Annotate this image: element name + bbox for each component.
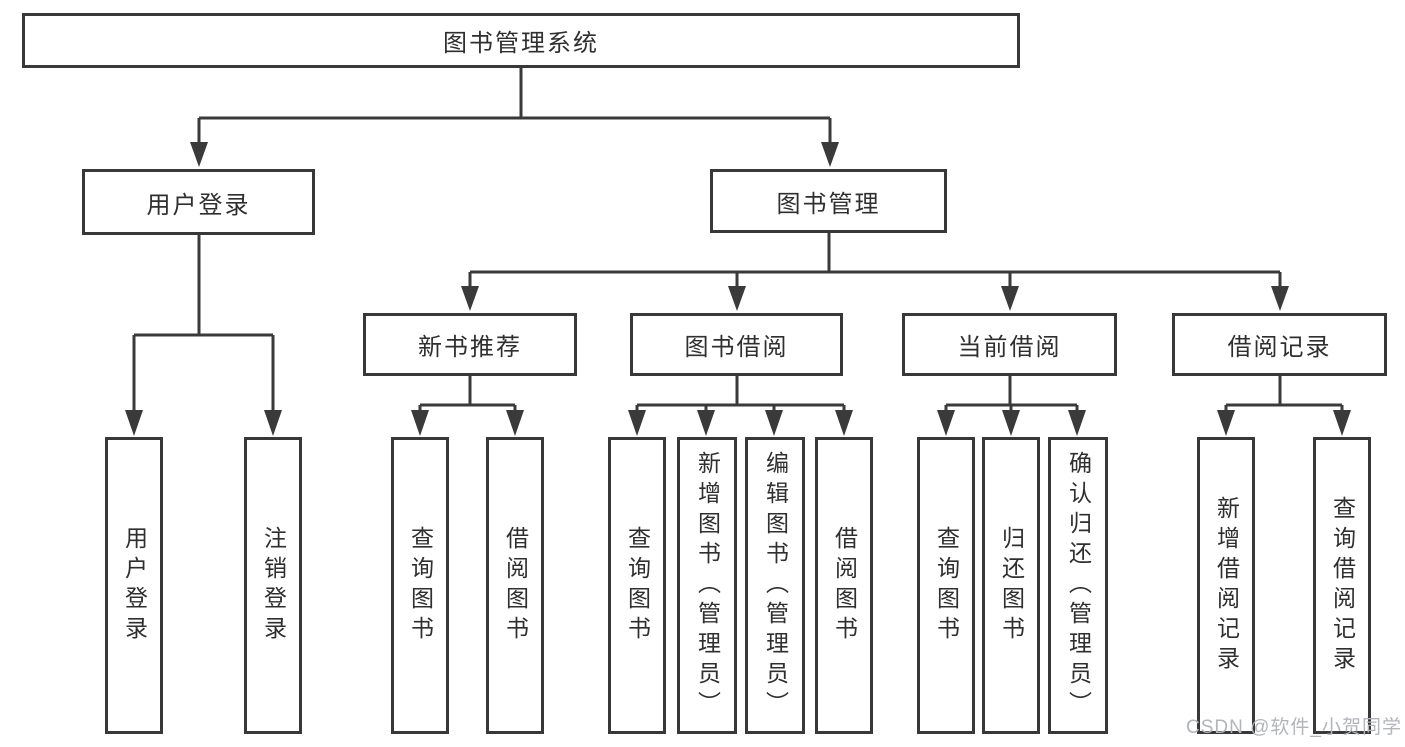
watermark-text: CSDN @软件_小贺同学: [1186, 717, 1402, 738]
node-query-books-current: 查询图书: [917, 437, 975, 734]
node-current-borrowing: 当前借阅: [902, 313, 1117, 376]
node-user-login-leaf: 用户登录: [105, 437, 163, 734]
node-borrowing-records: 借阅记录: [1172, 313, 1387, 376]
node-user-login: 用户登录: [82, 169, 315, 235]
node-return-books: 归还图书: [982, 437, 1040, 734]
node-library-system: 图书管理系统: [22, 13, 1020, 68]
node-new-book-recommend: 新书推荐: [363, 313, 577, 376]
node-confirm-return-admin: 确认归还（管理员）: [1048, 437, 1108, 734]
node-borrow-books-recommend: 借阅图书: [486, 437, 544, 734]
arrowheads: [125, 142, 1351, 436]
node-query-books-recommend: 查询图书: [391, 437, 449, 734]
node-query-borrow-record: 查询借阅记录: [1313, 437, 1371, 734]
node-logout-leaf: 注销登录: [244, 437, 302, 734]
node-borrow-books-borrowing: 借阅图书: [815, 437, 873, 734]
node-add-borrow-record: 新增借阅记录: [1197, 437, 1255, 734]
node-book-management: 图书管理: [710, 169, 947, 233]
node-book-borrowing: 图书借阅: [630, 313, 843, 376]
node-edit-books-admin: 编辑图书（管理员）: [745, 437, 805, 734]
node-query-books-borrowing: 查询图书: [608, 437, 666, 734]
node-add-books-admin: 新增图书（管理员）: [677, 437, 737, 734]
